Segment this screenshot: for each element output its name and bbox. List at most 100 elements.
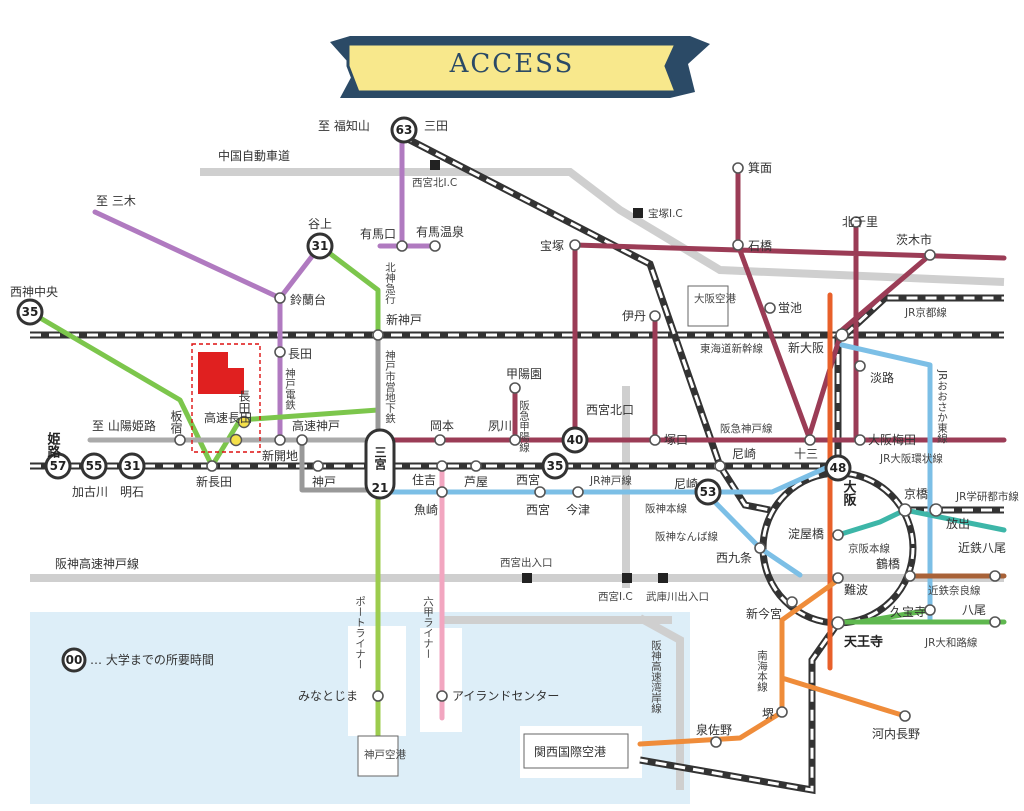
- jr-osaka-loop-label: JR大阪環状線: [879, 452, 943, 465]
- time-badge: 63: [390, 116, 418, 144]
- jr-yamatoji-label: JR大和路線: [924, 636, 978, 649]
- station-nishinomiya-hanshin: 西宮: [526, 502, 550, 517]
- station-kobe: 神戸: [312, 475, 336, 489]
- ic-marker: [658, 573, 668, 583]
- station-dot: [929, 503, 943, 517]
- svg-text:35: 35: [22, 305, 39, 319]
- station-kix: 関西国際空港: [534, 745, 606, 759]
- station-nagata-dentetsu: 長田: [288, 347, 312, 361]
- station-dot: [989, 616, 1001, 628]
- ic-nishinomiya: 西宮I.C: [598, 590, 633, 603]
- nankai-line: [637, 577, 908, 747]
- station-kuboji: 久宝寺: [890, 605, 926, 619]
- yamatoji-line: [835, 607, 1007, 625]
- legend: 00 … 大学までの所要時間: [61, 647, 214, 673]
- station-hanaten: 放出: [946, 516, 970, 531]
- svg-text:48: 48: [830, 461, 847, 475]
- station-dot: [534, 486, 546, 498]
- station-kakogawa: 加古川: [72, 484, 108, 499]
- station-amagasaki-hankyu: 尼崎: [732, 447, 756, 461]
- station-dot: [572, 486, 584, 498]
- station-osaka-airport: 大阪空港: [694, 292, 736, 305]
- station-okamoto: 岡本: [430, 419, 454, 433]
- station-shin-nagata: 新長田: [196, 474, 232, 489]
- station-himeji: 姫路: [45, 431, 61, 458]
- sannomiya-time: 21: [372, 481, 389, 495]
- station-sumiyoshi: 住吉: [412, 473, 436, 487]
- station-dot: [436, 460, 448, 472]
- kobe-subway-label: 神戸市営地下鉄: [384, 349, 396, 424]
- time-badge: 40: [561, 426, 589, 454]
- station-dot: [850, 216, 862, 228]
- ic-marker: [622, 573, 632, 583]
- station-dot: [372, 690, 384, 702]
- station-shin-imamiya: 新今宮: [746, 606, 782, 621]
- station-dot: [832, 529, 844, 541]
- ic-nishinomiya-kita: 西宮北I.C: [412, 176, 457, 189]
- station-dot: [312, 460, 324, 472]
- station-dot: [804, 434, 816, 446]
- hankyu-kobe-label: 阪急神戸線: [720, 422, 773, 435]
- sannomiya-hub: 三宮 21: [364, 428, 396, 500]
- station-dot: [924, 604, 936, 616]
- university-marker: [191, 343, 261, 453]
- station-ishibashi: 石橋: [748, 239, 772, 253]
- station-dot: [649, 310, 661, 322]
- time-badge: 57: [44, 452, 72, 480]
- station-dot: [898, 503, 912, 517]
- time-badge: 53: [694, 478, 722, 506]
- station-dot: [924, 249, 936, 261]
- sannomiya-label: 三宮: [373, 446, 387, 470]
- station-dot: [274, 434, 286, 446]
- hanshin-namba-label: 阪神なんば線: [655, 530, 718, 543]
- time-badge: 48: [824, 454, 852, 482]
- station-dot: [509, 434, 521, 446]
- station-dot: [776, 706, 788, 718]
- to-miki-label: 至 三木: [96, 194, 136, 208]
- station-kosoku-nagata: 高速長田: [204, 410, 252, 425]
- svg-text:31: 31: [312, 239, 329, 253]
- station-dot: [569, 239, 581, 251]
- station-dot: [786, 596, 798, 608]
- station-suzurandai: 鈴蘭台: [290, 292, 326, 307]
- station-dot-highlight: [237, 415, 251, 429]
- jr-kobe-label: JR神戸線: [589, 474, 632, 487]
- station-shin-kobe: 新神戸: [386, 312, 422, 327]
- kintetsu-nara-label: 近鉄奈良線: [928, 584, 981, 597]
- station-nishikujo: 西九条: [716, 551, 752, 565]
- to-fukuchiyama-label: 至 福知山: [318, 118, 370, 133]
- station-dot-highlight: [229, 433, 243, 447]
- to-sanyo-himeji-label: 至 山陽姫路: [92, 418, 156, 433]
- station-uozaki: 魚崎: [414, 503, 438, 517]
- jr-gakken-label: JR学研都市線: [955, 490, 1019, 503]
- svg-text:57: 57: [50, 459, 67, 473]
- svg-text:35: 35: [547, 459, 564, 473]
- station-namba: 難波: [844, 582, 868, 597]
- station-minatojima: みなとじま: [298, 689, 358, 703]
- station-shin-osaka: 新大阪: [788, 340, 824, 355]
- kobe-dentetsu-label: 神戸電鉄: [284, 367, 296, 411]
- station-takarazuka: 宝塚: [540, 239, 564, 253]
- ic-mukogawa: 武庫川出入口: [646, 590, 709, 603]
- station-arima-onsen: 有馬温泉: [416, 225, 464, 239]
- station-yodoyabashi: 淀屋橋: [788, 527, 824, 541]
- station-dot: [710, 736, 722, 748]
- station-ashiya: 芦屋: [464, 475, 488, 489]
- hokushin-label: 北神急行: [384, 262, 396, 305]
- kobe-airport-box: [357, 735, 399, 777]
- rokko-liner-label: 六甲ライナー: [422, 596, 434, 659]
- hanshin-main-label: 阪神本線: [645, 502, 687, 515]
- osaka-airport-box: [687, 285, 729, 327]
- legend-badge: 00: [66, 653, 83, 667]
- station-seishin-chuo: 西神中央: [10, 284, 58, 299]
- hanshin-kobe-expy-label: 阪神高速神戸線: [55, 556, 139, 571]
- station-dot: [296, 434, 308, 446]
- station-ibaraki-shi: 茨木市: [896, 232, 932, 247]
- station-amagasaki: 尼崎: [674, 477, 698, 491]
- station-itayado: 板宿: [169, 410, 183, 434]
- station-kyobashi: 京橋: [904, 487, 928, 501]
- svg-text:55: 55: [86, 459, 103, 473]
- station-dot: [854, 360, 866, 372]
- time-badge: 31: [118, 452, 146, 480]
